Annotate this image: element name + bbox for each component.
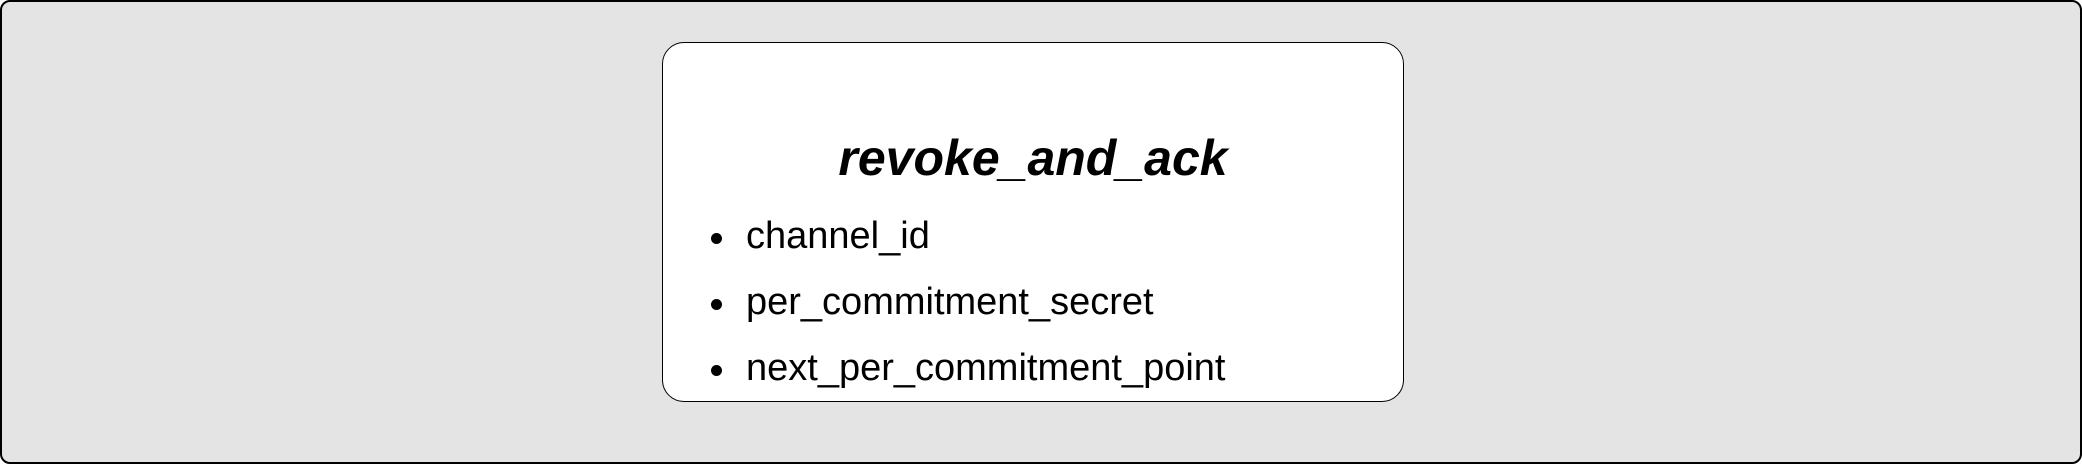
message-title: revoke_and_ack [838,130,1228,186]
message-card: revoke_and_ack channel_id per_commitment… [662,42,1404,402]
field-label: next_per_commitment_point [746,347,1226,389]
field-label: per_commitment_secret [746,281,1154,323]
field-list: channel_id per_commitment_secret next_pe… [663,217,1403,415]
bullet-icon [711,365,722,376]
bullet-icon [711,299,722,310]
field-item: per_commitment_secret [663,283,1403,321]
bullet-icon [711,233,722,244]
field-item: next_per_commitment_point [663,349,1403,387]
field-label: channel_id [746,215,930,257]
field-item: channel_id [663,217,1403,255]
